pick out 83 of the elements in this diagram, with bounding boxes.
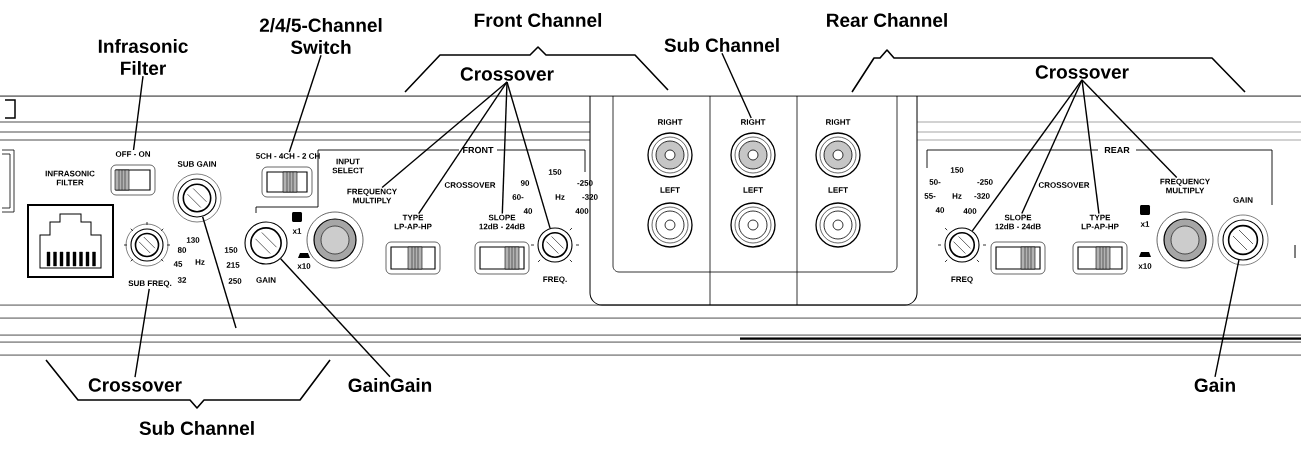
panel-label: SLOPE 12dB - 24dB [479,214,525,230]
panel-label: 60- [512,194,524,200]
panel-label: 150 [950,167,964,173]
panel-label: RIGHT [658,119,683,125]
panel-label: TYPE LP-AP-HP [1081,214,1119,230]
leader-line [501,81,508,215]
panel-label: 215 [226,262,240,268]
panel-label: 40 [523,208,533,214]
panel-label: 32 [177,277,187,283]
panel-label: GAIN [256,277,276,283]
leader-line [417,81,508,215]
knob [944,227,980,263]
leader-line [1081,79,1178,179]
callout-label: Rear Channel [827,13,947,27]
callout-label: GainGain [348,378,432,392]
panel-label: -250 [577,180,593,186]
panel-label: 50- [929,179,941,185]
leader-line [288,54,322,153]
panel-label: 400 [575,208,589,214]
leader-line [1081,79,1100,215]
panel-label: x1 [1140,221,1150,227]
panel-label: LEFT [743,187,763,193]
panel-label: FREQUENCY MULTIPLY [1160,178,1210,194]
callout-label: Crossover [1035,65,1129,79]
panel-label: 250 [228,278,242,284]
panel-label: FREQ. [543,276,567,284]
panel-label: REAR [1104,146,1130,154]
callout-label: 2/4/5-Channel Switch [259,18,382,54]
panel-label: 400 [963,208,977,214]
panel-label: RIGHT [741,119,766,125]
leader-line [1021,79,1083,215]
leader-line [279,258,391,378]
panel-label: INFRASONIC FILTER [45,170,95,186]
panel-label: 55- [924,193,936,199]
leader-line [1214,259,1240,378]
leader-line [381,81,508,189]
leader-line [132,75,144,151]
panel-label: 90 [520,180,530,186]
callout-label: Front Channel [474,13,602,27]
panel-label: OFF - ON [115,151,150,157]
panel-label: FREQ [951,276,973,284]
panel-label: -320 [974,193,990,199]
panel-label: 5CH - 4CH - 2 CH [256,153,320,159]
panel-label: Hz [195,259,205,265]
callout-label: Sub Channel [664,38,779,52]
leader-line [971,79,1083,232]
callout-label: Gain [1194,378,1235,392]
panel-label: SUB FREQ. [128,280,172,288]
knob [244,221,288,265]
leader-line [721,52,752,119]
panel-label: Hz [952,193,962,199]
panel-label: SLOPE 12dB - 24dB [995,214,1041,230]
panel-label: INPUT SELECT [332,158,364,174]
panel-label: SUB GAIN [177,161,216,167]
callout-label: Crossover [460,67,554,81]
panel-label: GAIN [1233,197,1253,203]
panel-label: CROSSOVER [1038,182,1090,188]
panel-label: LEFT [660,187,680,193]
panel-label: 40 [935,207,945,213]
leader-line [506,81,551,229]
panel-label: 150 [548,169,562,175]
panel-label: Hz [555,194,565,200]
leader-line [134,288,150,378]
panel-label: 130 [186,237,200,243]
panel-label: 80 [177,247,187,253]
panel-label: 45 [173,261,183,267]
knob [177,178,217,218]
knob [1222,219,1264,261]
panel-label: -250 [977,179,993,185]
panel-label: TYPE LP-AP-HP [394,214,432,230]
panel-label: FRONT [463,146,494,154]
panel-label: x10 [297,263,311,269]
panel-label: -320 [582,194,598,200]
panel-label: CROSSOVER [444,182,496,188]
panel-label: RIGHT [826,119,851,125]
leader-line [201,216,237,329]
panel-label: LEFT [828,187,848,193]
callout-label: Infrasonic Filter [98,39,188,75]
panel-label: FREQUENCY MULTIPLY [347,188,397,204]
panel-label: x10 [1138,263,1152,269]
callout-label: Sub Channel [139,421,254,435]
callout-label: Crossover [88,378,182,392]
knob [537,227,573,263]
